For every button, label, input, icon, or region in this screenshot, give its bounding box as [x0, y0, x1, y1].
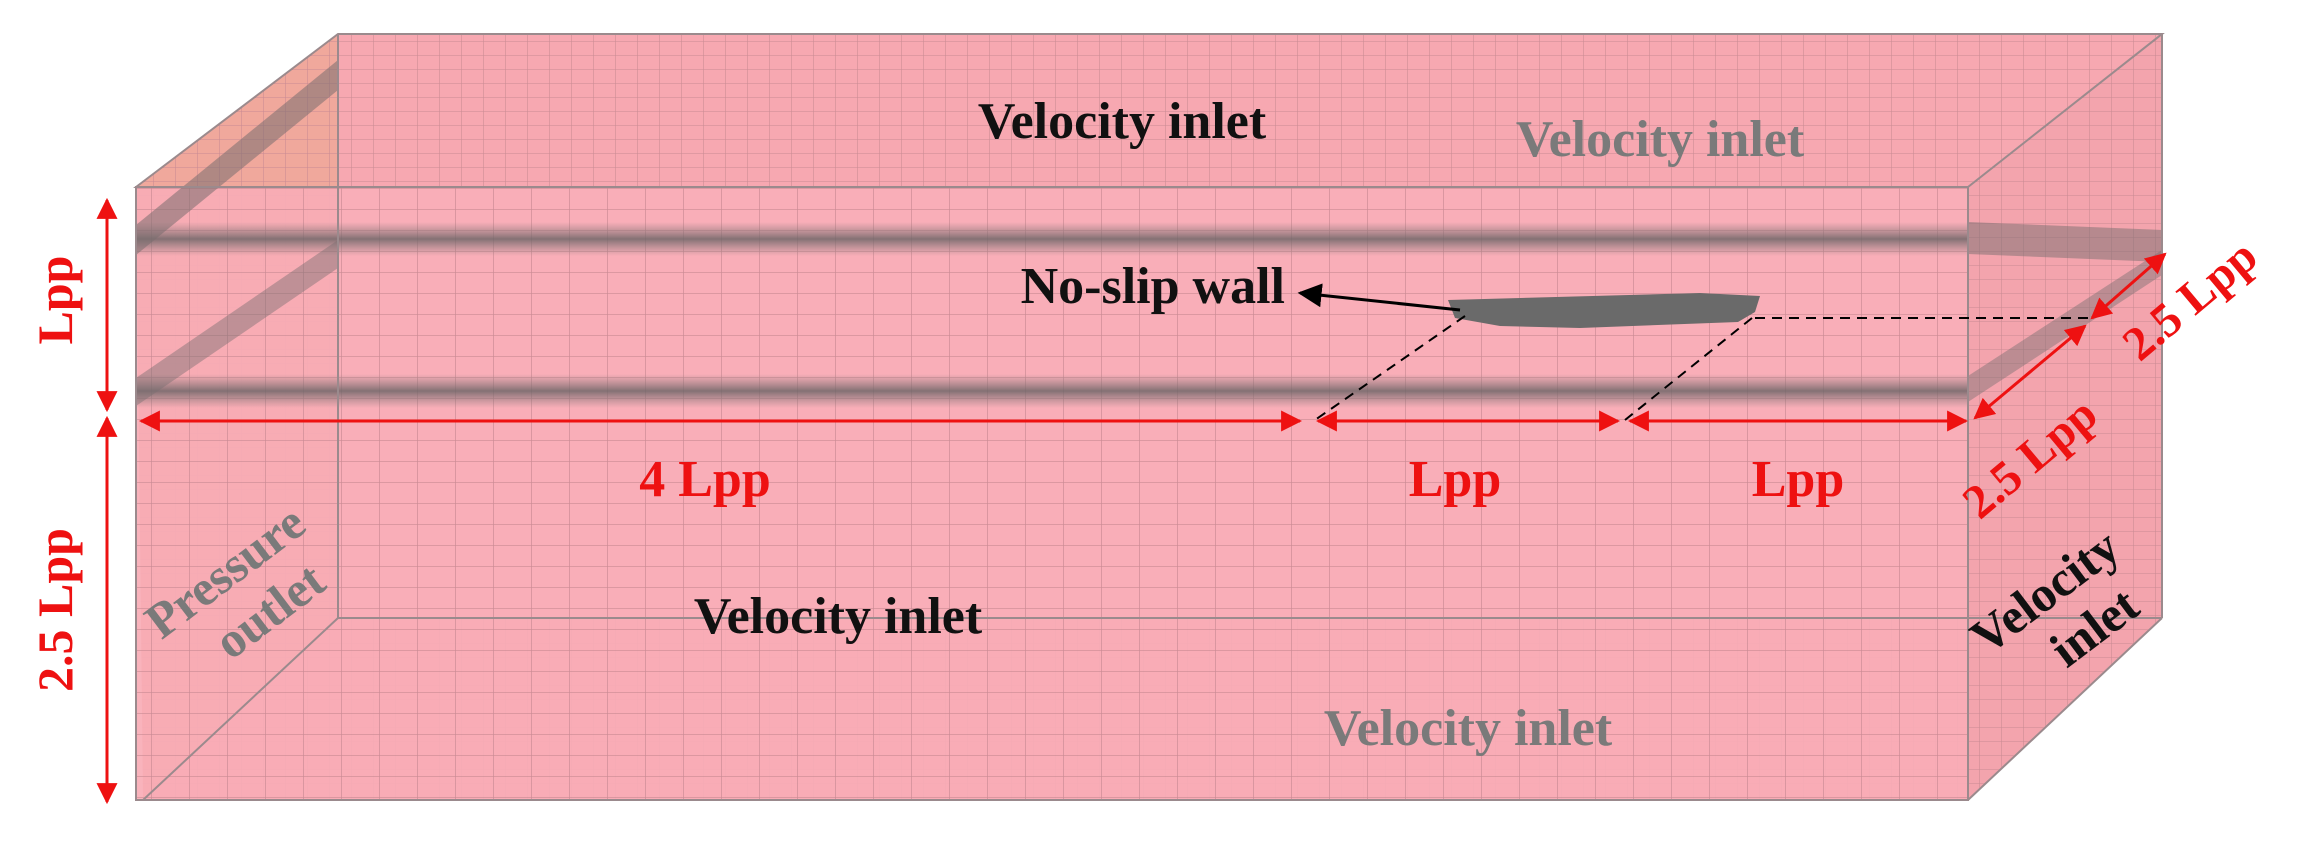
dim-length-downstream: Lpp [1752, 451, 1845, 508]
ship-hull [1448, 293, 1760, 328]
dim-height-lower: 2.5 Lpp [27, 528, 83, 692]
refinement-band-lower [136, 374, 1968, 408]
label-top-front: Velocity inlet [978, 93, 1267, 150]
label-top-back: Velocity inlet [1516, 111, 1805, 168]
projection-lines [1314, 315, 2092, 421]
dim-length-upstream: 4 Lpp [639, 451, 771, 508]
label-wall: No-slip wall [1021, 258, 1285, 315]
dim-height-upper: Lpp [27, 256, 83, 345]
refinement-band-upper [136, 222, 1968, 256]
dimension-arrows [96, 197, 2167, 805]
label-bottom: Velocity inlet [1324, 700, 1613, 757]
label-front: Velocity inlet [694, 588, 983, 645]
wall-pointer-arrow [1297, 283, 1461, 312]
dim-ship-length: Lpp [1409, 451, 1502, 508]
box-edges [133, 33, 2165, 801]
